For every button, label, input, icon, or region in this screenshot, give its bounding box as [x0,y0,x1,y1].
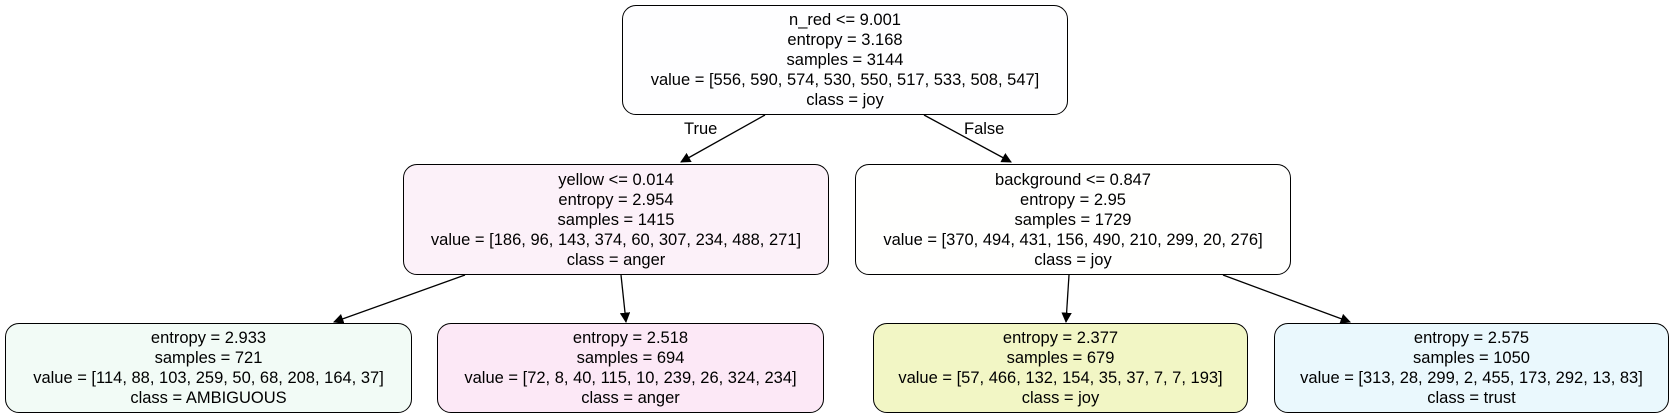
node-entropy: entropy = 2.954 [558,190,674,209]
node-entropy: entropy = 3.168 [787,31,903,49]
node-entropy: entropy = 2.95 [1020,190,1126,209]
node-entropy: entropy = 2.575 [1413,329,1530,347]
node-samples: samples = 679 [1006,349,1115,367]
node-class: class = anger [581,389,680,407]
tree-node-root: n_red <= 9.001 entropy = 3.168 samples =… [622,5,1068,115]
node-value: value = [556, 590, 574, 530, 550, 517, 5… [650,71,1040,89]
node-value: value = [186, 96, 143, 374, 60, 307, 234… [430,230,802,249]
node-entropy: entropy = 2.518 [572,329,689,347]
tree-leaf-left-left: entropy = 2.933 samples = 721 value = [1… [5,323,412,413]
node-value: value = [114, 88, 103, 259, 50, 68, 208,… [33,369,384,387]
node-class: class = joy [806,91,884,109]
node-value: value = [57, 466, 132, 154, 35, 37, 7, 7… [898,369,1223,387]
node-samples: samples = 1050 [1413,349,1530,367]
edge-root-left [680,114,766,163]
node-entropy: entropy = 2.933 [150,329,267,347]
node-samples: samples = 721 [154,349,263,367]
tree-node-right: background <= 0.847 entropy = 2.95 sampl… [855,164,1291,275]
node-value: value = [313, 28, 299, 2, 455, 173, 292,… [1300,369,1643,387]
edge-label-true: True [684,120,718,138]
node-split-rule: n_red <= 9.001 [789,11,901,29]
node-class: class = AMBIGUOUS [130,389,287,407]
node-class: class = trust [1427,389,1516,407]
node-entropy: entropy = 2.377 [1002,329,1119,347]
edge-root-right [923,114,1012,163]
edge-right-rl [1061,274,1072,324]
edge-label-false: False [964,120,1005,138]
tree-node-left: yellow <= 0.014 entropy = 2.954 samples … [403,164,829,275]
tree-leaf-left-right: entropy = 2.518 samples = 694 value = [7… [437,323,824,413]
node-samples: samples = 1415 [557,210,675,229]
edge-left-ll [333,274,466,324]
tree-leaf-right-left: entropy = 2.377 samples = 679 value = [5… [873,323,1248,413]
node-samples: samples = 1729 [1014,210,1132,229]
node-class: class = joy [1034,250,1112,269]
node-value: value = [370, 494, 431, 156, 490, 210, 2… [883,230,1263,249]
edge-right-rr [1222,274,1351,324]
node-samples: samples = 3144 [786,51,904,69]
node-class: class = joy [1021,389,1100,407]
node-split-rule: background <= 0.847 [995,170,1151,189]
node-value: value = [72, 8, 40, 115, 10, 239, 26, 32… [464,369,797,387]
node-split-rule: yellow <= 0.014 [558,170,674,189]
node-class: class = anger [566,250,666,269]
tree-leaf-right-right: entropy = 2.575 samples = 1050 value = [… [1274,323,1669,413]
node-samples: samples = 694 [576,349,685,367]
edge-left-lr [619,274,631,324]
